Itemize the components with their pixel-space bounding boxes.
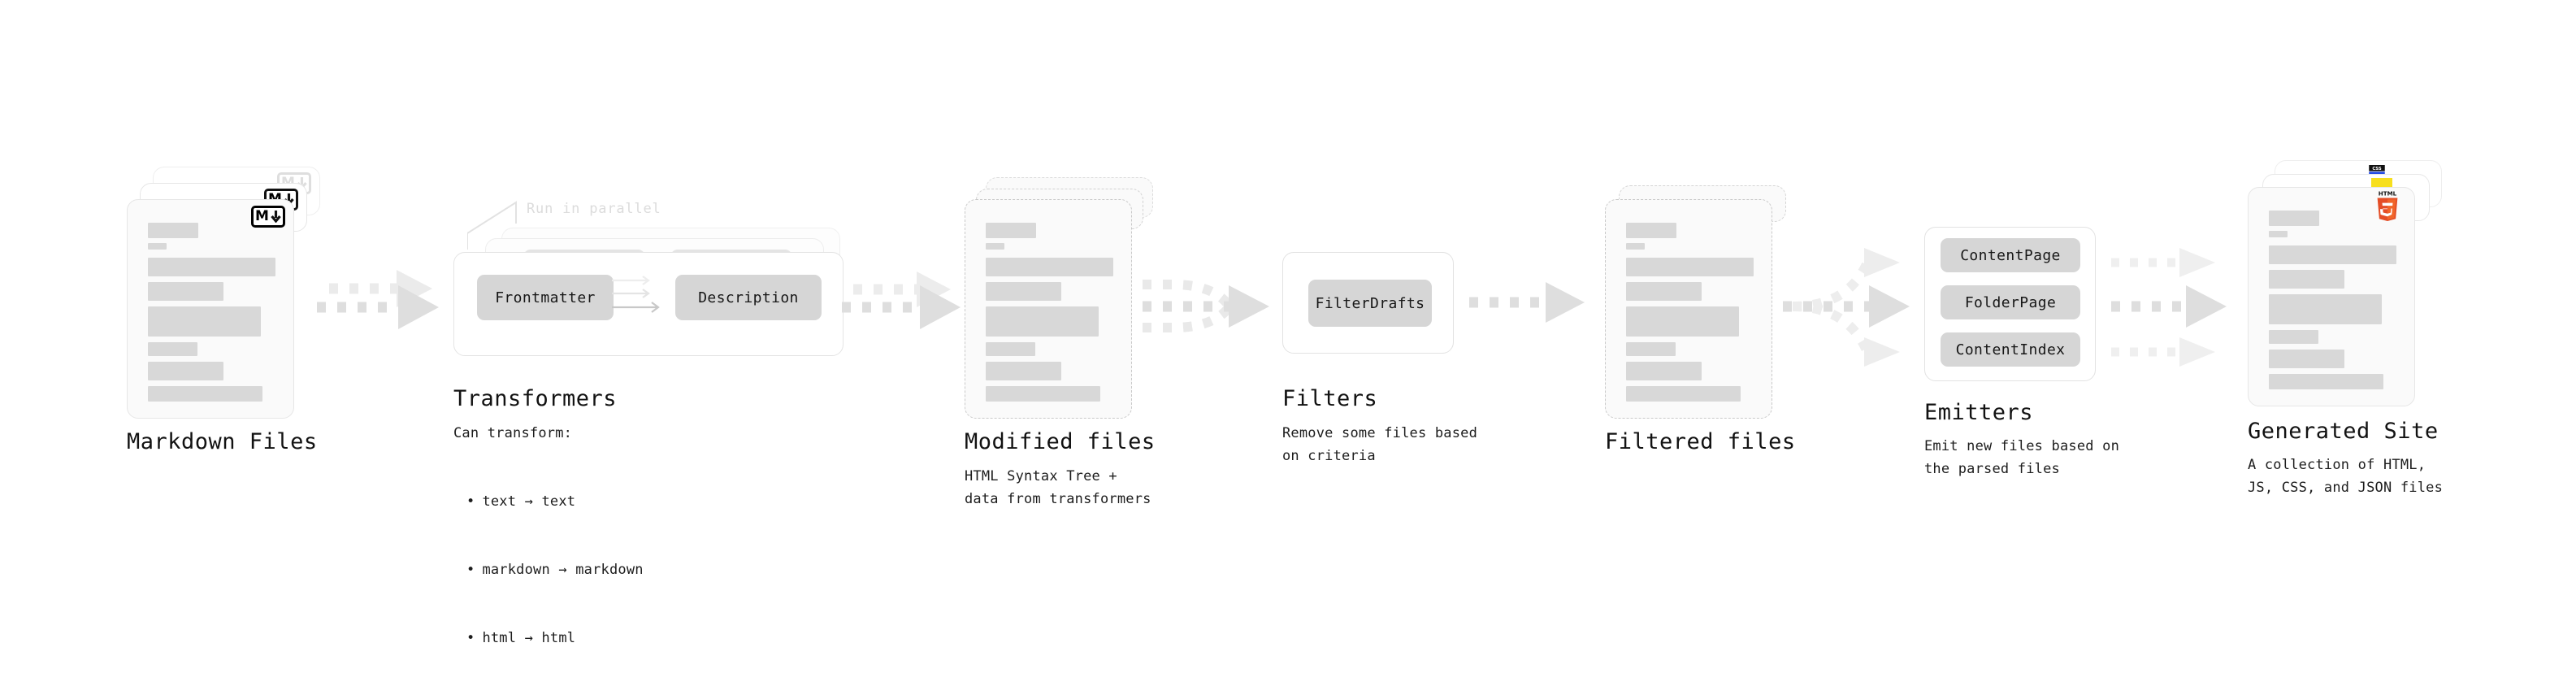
stage-title-modified-files: Modified files: [965, 429, 1156, 454]
skeleton-bar: [986, 362, 1061, 380]
stage-title-transformers: Transformers: [453, 386, 618, 411]
diagram-canvas: M M M Markdown Files: [0, 0, 2576, 681]
filtered-card-front: [1605, 199, 1772, 419]
list-item: markdown → markdown: [453, 558, 644, 581]
modified-card-front: [965, 199, 1132, 419]
transformer-node-frontmatter[interactable]: Frontmatter: [477, 275, 614, 320]
skeleton-bar: [148, 243, 167, 250]
skeleton-bar: [1626, 258, 1754, 276]
parallel-annotation-label: Run in parallel: [527, 201, 661, 217]
skeleton-bar: [986, 342, 1035, 356]
connector-filtered-to-emitters: [1783, 248, 1910, 367]
skeleton-bar: [1626, 342, 1676, 356]
filters-box: FilterDrafts: [1282, 252, 1454, 354]
skeleton-bar: [2269, 270, 2344, 289]
transformers-box: Frontmatter Description: [453, 252, 843, 356]
skeleton-bar: [2269, 245, 2396, 264]
transformers-bullet-list: text → text markdown → markdown html → h…: [453, 445, 644, 695]
connector-emitters-to-site: [2111, 248, 2227, 367]
emitter-node-folderpage[interactable]: FolderPage: [1941, 285, 2080, 319]
markdown-badge-icon: M: [251, 206, 285, 228]
skeleton-bar: [148, 342, 197, 356]
markdown-card-front: [127, 199, 294, 419]
transformer-inner-arrow-stack: [612, 276, 660, 313]
filter-node-filterdrafts[interactable]: FilterDrafts: [1308, 280, 1432, 327]
skeleton-bar: [986, 258, 1113, 276]
skeleton-bar: [2269, 294, 2382, 324]
stage-title-generated-site: Generated Site: [2248, 419, 2439, 444]
skeleton-bar: [148, 282, 223, 301]
skeleton-bar: [2269, 374, 2383, 389]
list-item: html → html: [453, 627, 644, 649]
skeleton-bar: [1626, 223, 1676, 238]
stage-title-filtered-files: Filtered files: [1605, 429, 1796, 454]
skeleton-bar: [2269, 350, 2344, 368]
skeleton-bar: [1626, 386, 1741, 402]
connector-modified-to-filters: [1143, 280, 1269, 332]
skeleton-bar: [1626, 362, 1702, 380]
skeleton-bar: [986, 386, 1100, 402]
skeleton-bar: [148, 362, 223, 380]
stage-title-markdown-files: Markdown Files: [127, 429, 318, 454]
svg-text:CSS: CSS: [2372, 167, 2381, 172]
stage-title-filters: Filters: [1282, 386, 1378, 411]
stage-subtitle-generated-site: A collection of HTML, JS, CSS, and JSON …: [2248, 457, 2444, 496]
skeleton-bar: [986, 243, 1004, 250]
list-item: text → text: [453, 490, 644, 513]
connector-markdown-to-transformers: [317, 270, 439, 329]
skeleton-bar: [986, 306, 1099, 337]
css-badge-icon: CSS: [2369, 165, 2385, 175]
site-card-front: [2248, 187, 2415, 406]
skeleton-bar: [2269, 231, 2288, 237]
skeleton-bar: [2269, 330, 2318, 344]
skeleton-bar: [148, 258, 275, 276]
emitter-node-contentindex[interactable]: ContentIndex: [1941, 332, 2080, 367]
skeleton-bar: [1626, 306, 1739, 337]
skeleton-bar: [148, 386, 262, 402]
transformer-node-description[interactable]: Description: [675, 275, 822, 320]
stage-subtitle-modified-files: HTML Syntax Tree + data from transformer…: [965, 468, 1151, 507]
emitters-box: ContentPage FolderPage ContentIndex: [1924, 227, 2096, 381]
stage-subtitle-filters: Remove some files based on criteria: [1282, 425, 1478, 464]
skeleton-bar: [986, 282, 1061, 301]
stage-title-emitters: Emitters: [1924, 400, 2034, 425]
connector-transformers-to-modified: [842, 271, 961, 329]
svg-text:HTML: HTML: [2379, 190, 2397, 198]
skeleton-bar: [148, 306, 261, 337]
connector-filters-to-filtered: [1469, 282, 1585, 323]
skeleton-bar: [1626, 243, 1645, 250]
skeleton-bar: [2269, 211, 2319, 226]
emitter-node-contentpage[interactable]: ContentPage: [1941, 238, 2080, 272]
stage-subtitle-transformers: Can transform:: [453, 425, 573, 441]
skeleton-bar: [1626, 282, 1702, 301]
parallel-leader-line: [467, 201, 517, 250]
html5-badge-icon: HTML: [2377, 190, 2398, 222]
skeleton-bar: [148, 223, 198, 238]
skeleton-bar: [986, 223, 1036, 238]
stage-subtitle-emitters: Emit new files based on the parsed files: [1924, 438, 2120, 477]
